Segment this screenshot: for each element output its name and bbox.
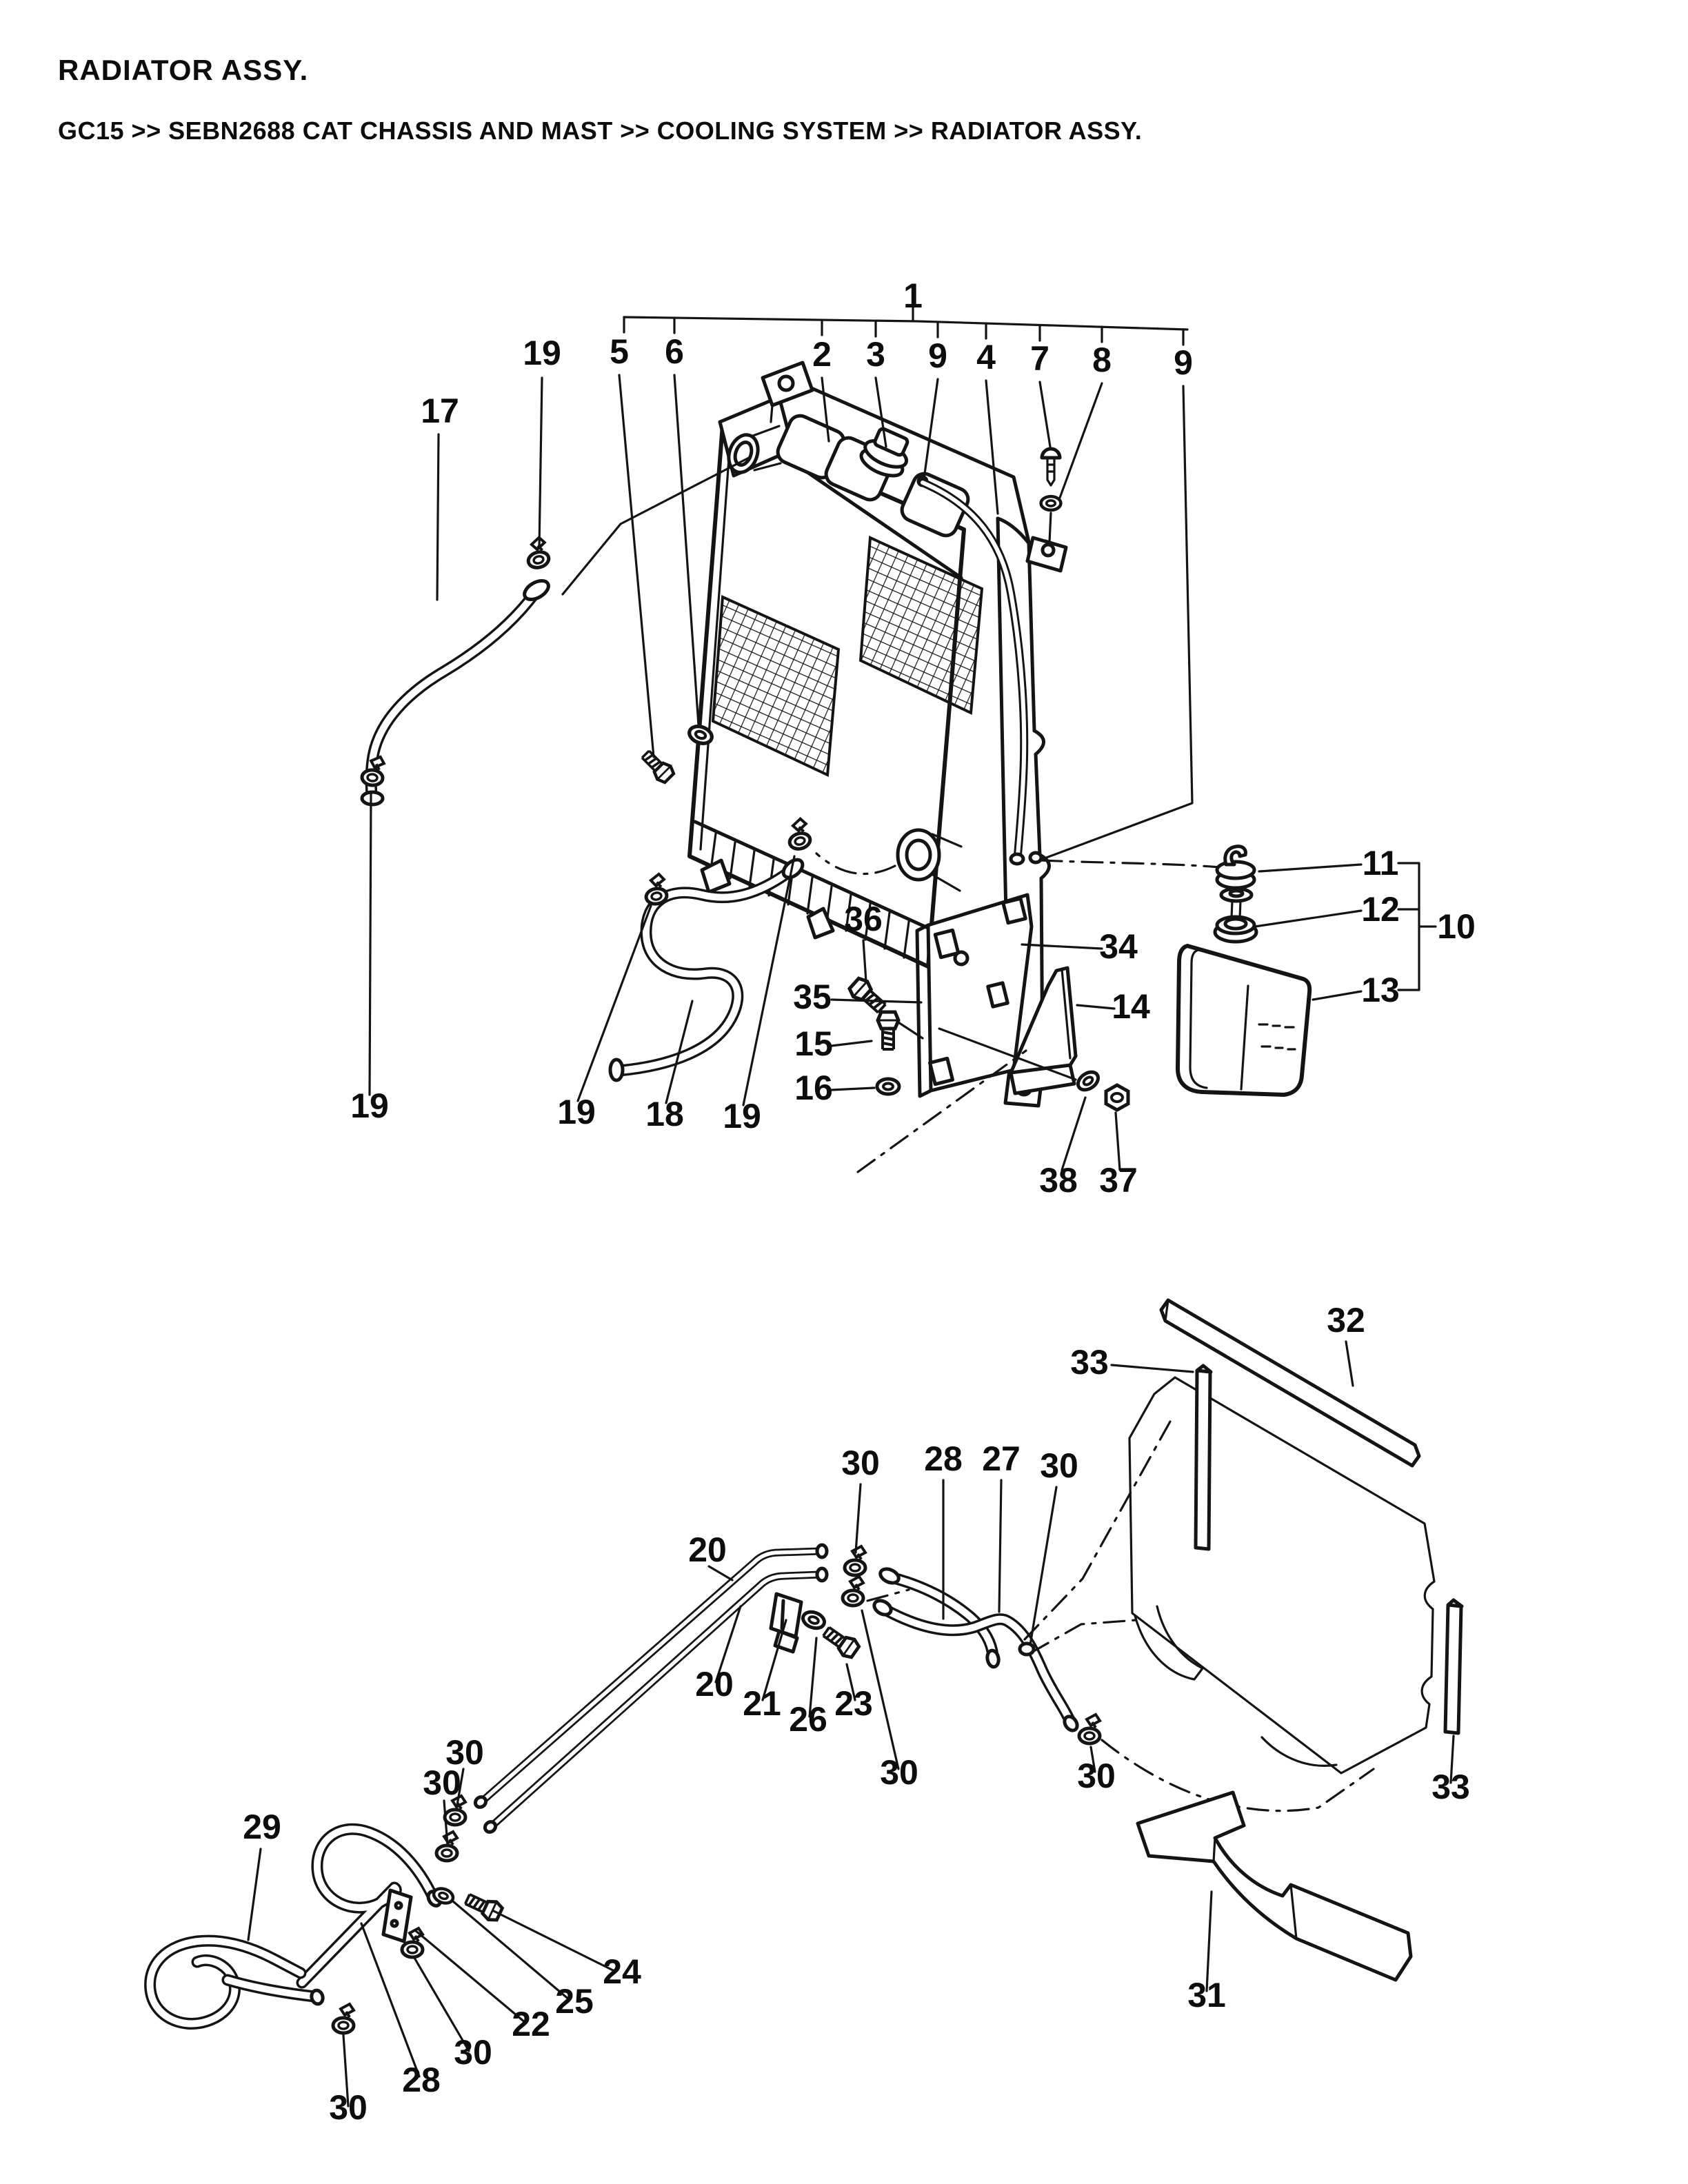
callout-28: 28	[402, 2061, 441, 2099]
hose-clamp-19	[361, 756, 385, 786]
hose-clamp-19	[523, 536, 550, 569]
callout-34: 34	[1099, 927, 1138, 966]
overflow-tube	[918, 478, 1029, 866]
callout-5: 5	[610, 332, 629, 371]
callout-2: 2	[812, 335, 832, 374]
callout-20: 20	[695, 1665, 734, 1703]
bolt-15	[878, 1012, 898, 1049]
washer-16	[877, 1079, 899, 1094]
callout-29: 29	[243, 1808, 281, 1846]
callout-18: 18	[645, 1095, 684, 1133]
callout-36: 36	[844, 900, 883, 938]
bolt-24	[463, 1890, 504, 1923]
bracket-strap-31	[1136, 1790, 1413, 1982]
callout-15: 15	[794, 1024, 833, 1063]
callout-27: 27	[982, 1439, 1021, 1478]
seal-strip-33-left	[1194, 1364, 1213, 1551]
callout-30: 30	[454, 2033, 492, 2072]
cooler-hoses-drawing	[872, 1567, 1079, 1732]
callout-3: 3	[866, 335, 885, 374]
oil-cooler-pipes-drawing	[473, 1543, 829, 1834]
seal-strips-drawing	[1159, 1298, 1464, 1735]
callout-25: 25	[555, 1982, 594, 2021]
callout-13: 13	[1361, 971, 1400, 1009]
callout-32: 32	[1327, 1301, 1365, 1339]
washer-38	[1075, 1069, 1102, 1093]
screw-washer	[1041, 496, 1061, 510]
hose-clamp-19	[643, 873, 668, 906]
ring-clamp-30	[1018, 1641, 1036, 1657]
radiator-cap	[859, 427, 910, 478]
callout-19: 19	[557, 1093, 596, 1131]
hose-clamp-30	[843, 1577, 863, 1606]
callout-33: 33	[1070, 1343, 1109, 1382]
callout-7: 7	[1030, 339, 1049, 378]
callout-31: 31	[1187, 1976, 1226, 2014]
callout-6: 6	[665, 332, 684, 371]
callout-30: 30	[445, 1733, 484, 1772]
leader-lines	[247, 374, 1455, 2107]
callout-20: 20	[688, 1530, 727, 1569]
callout-30: 30	[880, 1753, 918, 1792]
reserve-tank-cap	[1215, 845, 1256, 890]
callout-28: 28	[924, 1439, 963, 1478]
mounting-screw	[1040, 447, 1062, 487]
callout-33: 33	[1431, 1768, 1470, 1806]
callout-30: 30	[1077, 1757, 1116, 1795]
callout-9: 9	[1174, 343, 1193, 382]
drain-cock	[639, 748, 676, 785]
callout-26: 26	[789, 1700, 827, 1739]
shroud-panel-drawing	[1023, 1376, 1436, 1812]
assembly-axis	[815, 852, 896, 876]
callout-37: 37	[1099, 1161, 1138, 1200]
callout-16: 16	[794, 1069, 833, 1107]
callout-23: 23	[834, 1684, 873, 1723]
callout-1: 1	[903, 276, 923, 315]
radiator-assembly-drawing	[639, 361, 1068, 1108]
callout-14: 14	[1112, 987, 1150, 1026]
callout-30: 30	[1040, 1446, 1078, 1485]
callout-12: 12	[1361, 890, 1400, 929]
reserve-tank-drawing	[1028, 845, 1437, 1097]
callout-10: 10	[1437, 907, 1476, 946]
group-bracket-10	[1397, 862, 1437, 991]
mounting-bracket-drawing	[856, 893, 1078, 1173]
nut-37	[1106, 1085, 1128, 1110]
callout-30: 30	[329, 2088, 368, 2127]
callout-9: 9	[928, 336, 947, 375]
callout-30: 30	[841, 1444, 880, 1482]
hose-clamp-30	[1079, 1715, 1100, 1743]
pipe-bracket-22	[381, 1888, 413, 1943]
callout-22: 22	[512, 2005, 550, 2043]
bolt-36	[847, 975, 889, 1015]
seal-strip-32	[1159, 1298, 1421, 1468]
hose-clamp-30	[333, 2004, 354, 2033]
callout-11: 11	[1363, 844, 1399, 882]
callout-30: 30	[423, 1763, 461, 1802]
looped-hoses-drawing	[144, 1823, 443, 2030]
lower-hose-drawing	[608, 858, 805, 1082]
callout-4: 4	[976, 338, 996, 376]
callout-24: 24	[603, 1952, 641, 1991]
callout-38: 38	[1039, 1161, 1078, 1200]
callout-19: 19	[523, 334, 561, 372]
callout-19: 19	[350, 1086, 389, 1125]
breadcrumb[interactable]: GC15 >> SEBN2688 CAT CHASSIS AND MAST >>…	[58, 117, 1142, 145]
callout-8: 8	[1092, 341, 1112, 379]
group-bracket-1	[623, 302, 1189, 346]
callout-35: 35	[793, 978, 832, 1016]
bolt-23	[821, 1624, 861, 1660]
page-title: RADIATOR ASSY.	[58, 54, 308, 86]
pipe-bracket-21	[769, 1592, 803, 1639]
washer-26	[801, 1609, 827, 1631]
callout-17: 17	[421, 392, 459, 430]
callout-19: 19	[723, 1097, 761, 1135]
upper-hose-drawing	[360, 456, 750, 807]
callout-21: 21	[743, 1684, 781, 1723]
seal-strip-33-right	[1443, 1598, 1464, 1735]
